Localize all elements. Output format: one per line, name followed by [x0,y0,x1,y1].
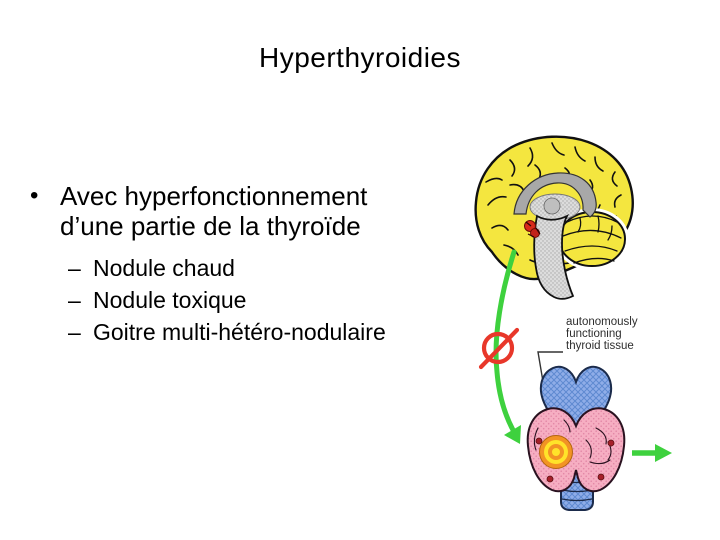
cerebellum-folia-lines [562,215,622,264]
pituitary-icon [524,220,541,238]
thalamus-dot [543,197,561,215]
parathyroid-dots [535,437,615,483]
main-bullet-line-1: Avec hyperfonctionnement [60,181,368,211]
sub-bullet-list: – Nodule chaud – Nodule toxique – Goitre… [68,252,438,348]
corpus-callosum-shape [513,172,597,218]
autonomous-tissue-label: autonomously functioning thyroid tissue [537,316,638,436]
list-item: – Nodule chaud [68,252,438,284]
list-item: – Goitre multi-hétéro-nodulaire [68,316,438,348]
parathyroid-dot [535,437,543,445]
main-bullet-text: Avec hyperfonctionnement d’une partie de… [60,181,367,241]
hot-nodule-icon [539,435,573,469]
dash-marker: – [68,255,81,281]
list-item: – Nodule toxique [68,284,438,316]
cerebellum-shape [558,211,626,267]
thyroid-gland-shape [526,407,626,493]
label-line-1: autonomously [566,316,638,328]
parathyroid-dot [597,473,605,481]
sub-bullet-nodule-toxique: Nodule toxique [93,287,247,313]
brainstem-shape [533,213,575,300]
label-line-2: functioning [566,328,622,340]
main-bullet: • Avec hyperfonctionnement d’une partie … [28,181,438,241]
parathyroid-dot [546,475,554,483]
bullet-list: • Avec hyperfonctionnement d’une partie … [28,181,438,348]
parathyroid-dot [607,439,615,447]
thyroid-regulation-figure: autonomously functioning thyroid tissue [474,135,672,511]
no-symbol-icon [478,327,520,370]
bullet-marker: • [30,182,39,209]
dash-marker: – [68,319,81,345]
brain-illustration [474,135,634,300]
hormone-output-arrow [632,444,672,462]
label-line-3: thyroid tissue [566,340,634,352]
main-bullet-line-2: d’une partie de la thyroïde [60,211,361,241]
sub-bullet-goitre: Goitre multi-hétéro-nodulaire [93,319,386,345]
sub-bullet-nodule-chaud: Nodule chaud [93,255,235,281]
tsh-arrowhead [504,425,521,444]
thyroid-illustration [526,365,626,511]
dash-marker: – [68,287,81,313]
page-title: Hyperthyroidies [258,42,462,73]
